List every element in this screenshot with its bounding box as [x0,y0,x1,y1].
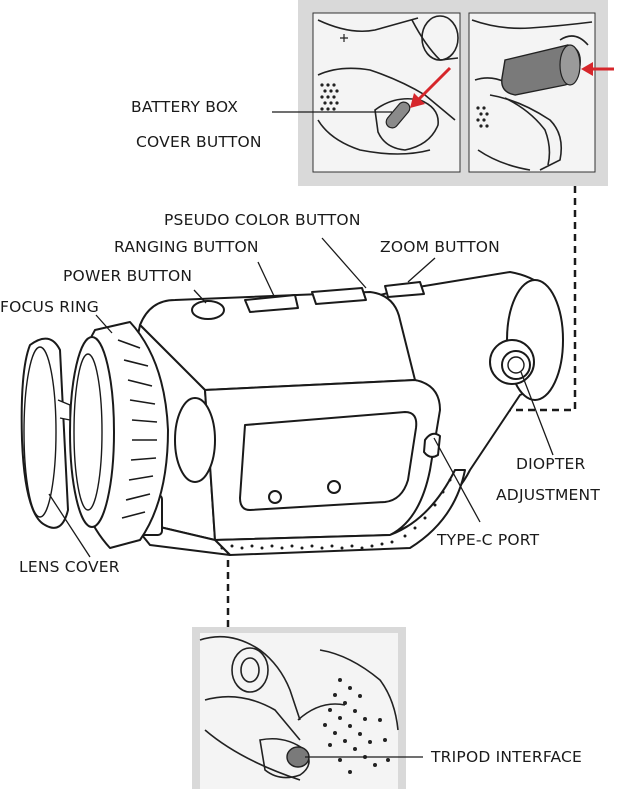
front-window [174,397,216,483]
tripod-inset-dots [323,678,390,774]
label-ranging-button: RANGING BUTTON [114,238,259,256]
grip-dots-left [320,83,339,111]
grip-band [214,469,466,556]
grip-texture [220,478,452,550]
leader-lines [48,111,554,758]
label-power-button: POWER BUTTON [63,267,192,285]
diopter-knob-cap [507,356,525,374]
leader-type-c [433,437,481,523]
dashed-connector-battery [502,186,577,412]
side-panel [239,411,418,511]
label-tripod-interface: TRIPOD INTERFACE [430,748,582,766]
battery-inset-left-panel [312,12,461,173]
label-lens-cover: LENS COVER [19,558,120,576]
label-pseudo-color-button: PSEUDO COLOR BUTTON [164,211,361,229]
leader-focus-ring [95,314,113,334]
tripod-inset-illustration [199,635,399,781]
leader-ranging [257,261,275,297]
label-battery-box-line1: BATTERY BOX [131,98,238,116]
side-screw-1 [268,490,282,504]
thermal-monocular [20,271,564,556]
leader-power [193,289,207,304]
label-type-c-port: TYPE-C PORT [436,531,540,549]
focus-ring-grooves [117,339,158,519]
label-focus-ring: FOCUS RING [0,298,99,316]
red-arrow-left [410,66,452,108]
pseudo-color-button [311,287,367,305]
leader-zoom [407,257,436,283]
label-zoom-button: ZOOM BUTTON [380,238,500,256]
ranging-button [244,294,299,313]
label-battery-box-line2: COVER BUTTON [136,133,262,151]
tripod-inset [192,627,406,789]
objective-lens-inner [73,353,103,511]
label-diopter-line1: DIOPTER [516,455,586,473]
label-diopter-line2: ADJUSTMENT [496,486,600,504]
side-screw-2 [327,480,341,494]
zoom-button [384,281,425,298]
battery-cover-button-shape [385,101,411,129]
red-arrow-right [581,62,614,76]
battery-inset [298,0,614,186]
battery-end-cap [559,44,581,86]
battery-cover-closed-illustration [317,15,459,155]
leader-diopter [520,371,554,456]
lens-cover-tab [57,399,71,421]
power-button [191,300,225,320]
battery-inset-right-panel [468,12,596,173]
lens-cover-rim [23,346,57,518]
lens-cover [20,337,69,529]
type-c-port [423,432,441,458]
battery-cover-open-illustration [471,19,593,171]
grip-dots-right [476,106,489,128]
leader-pseudo-color [321,237,367,289]
leader-lens-cover [48,493,91,558]
objective-lens [69,336,115,528]
